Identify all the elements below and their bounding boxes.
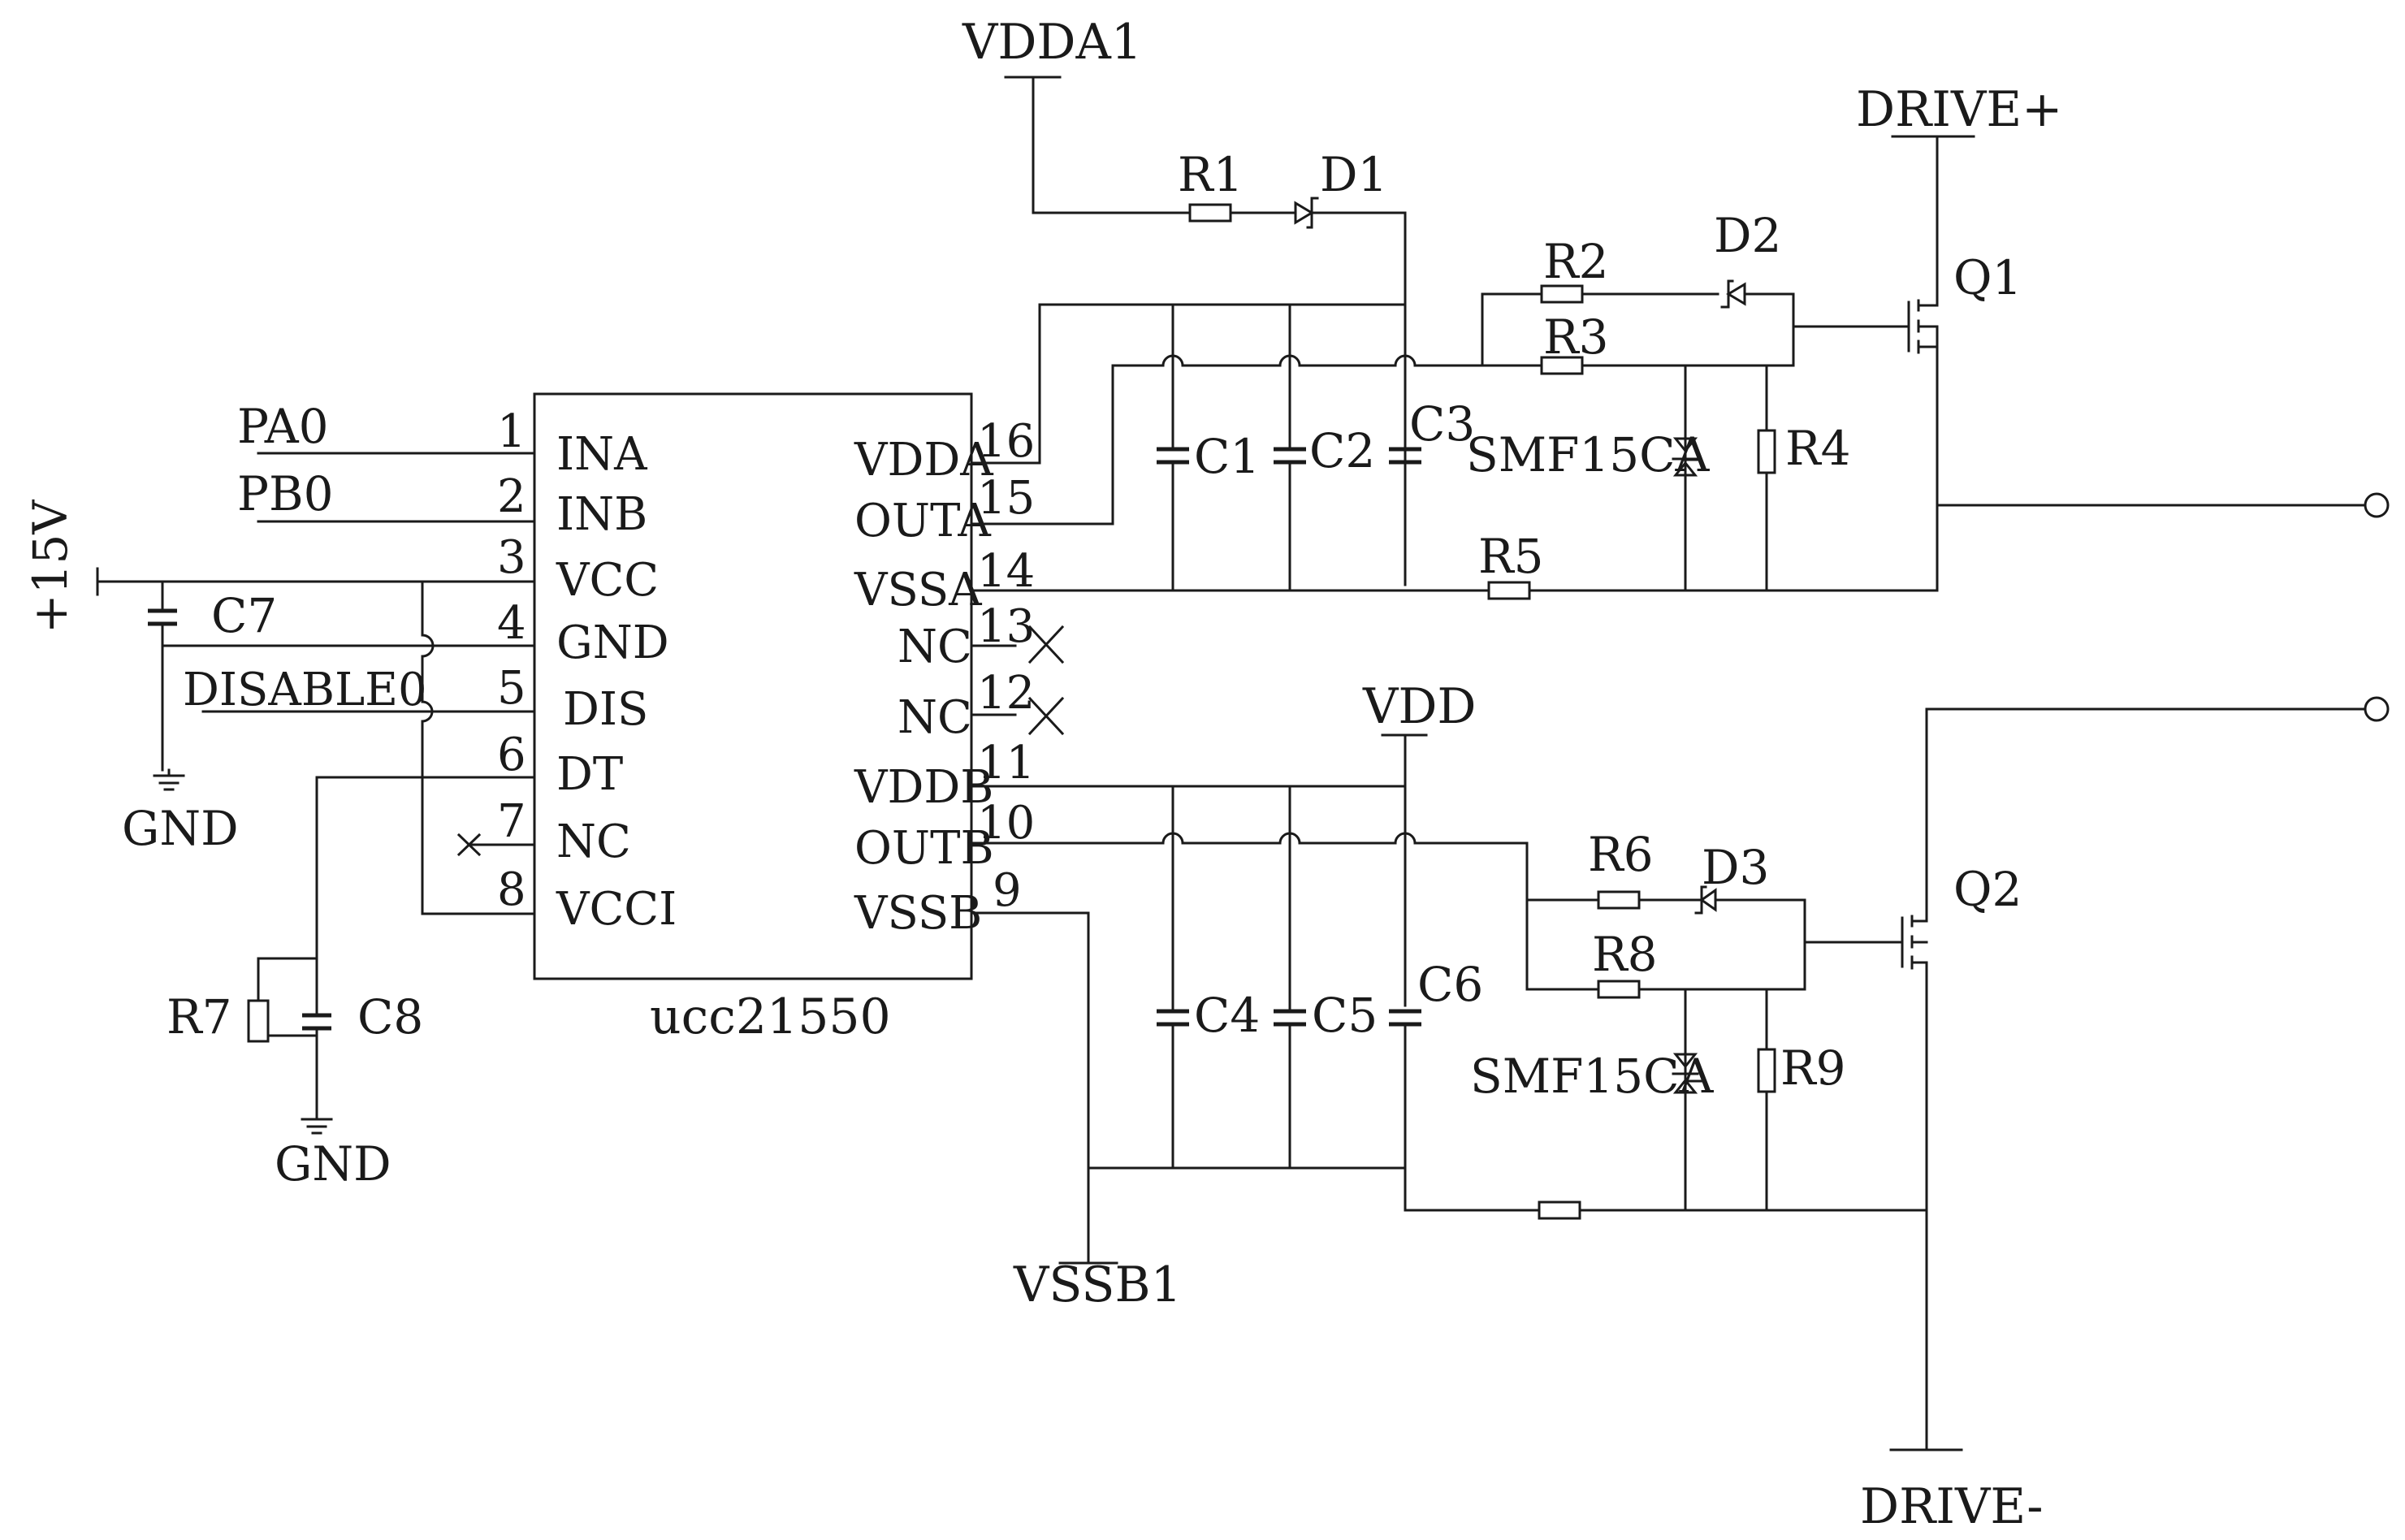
label-r4: R4 [1785, 421, 1851, 476]
pin-number-12: 12 [977, 667, 1035, 720]
label-r2: R2 [1543, 234, 1609, 289]
net-pb0: PB0 [237, 466, 334, 521]
net-gnd-1: GND [122, 801, 239, 856]
pin-number-4: 4 [497, 597, 526, 650]
label-d1: D1 [1320, 147, 1387, 202]
pin-number-11: 11 [977, 737, 1035, 789]
pin-number-13: 13 [977, 600, 1035, 653]
label-c6: C6 [1417, 957, 1483, 1012]
label-r3: R3 [1543, 309, 1609, 365]
label-r9: R9 [1780, 1040, 1846, 1096]
label-r8: R8 [1592, 927, 1658, 982]
label-c5: C5 [1312, 988, 1378, 1043]
pin-number-16: 16 [977, 415, 1035, 468]
pin-number-10: 10 [977, 797, 1035, 850]
net-vdda1: VDDA1 [962, 14, 1142, 71]
net-disable0: DISABLE0 [183, 664, 427, 716]
pin-number-9: 9 [993, 864, 1022, 917]
net-vssb1: VSSB1 [1013, 1257, 1182, 1313]
label-c4: C4 [1194, 988, 1260, 1043]
label-r1: R1 [1178, 147, 1244, 202]
net-plus15v: +15V [23, 500, 78, 634]
pin-label-inb: INB [556, 488, 647, 541]
pin-number-8: 8 [497, 863, 526, 916]
pin-number-6: 6 [497, 729, 526, 781]
pin-number-1: 1 [497, 405, 526, 458]
pin-label-outa: OUTA [854, 495, 991, 547]
ic-name: ucc21550 [650, 988, 891, 1045]
label-c7: C7 [211, 588, 277, 643]
pin-number-5: 5 [497, 662, 526, 715]
label-c2: C2 [1309, 423, 1375, 478]
pin-number-7: 7 [497, 795, 526, 848]
pin-label-nc-13: NC [898, 621, 972, 673]
label-d3: D3 [1702, 840, 1769, 895]
pin-label-vdda: VDDA [854, 434, 993, 487]
label-tvs1: SMF15CA [1466, 427, 1711, 482]
label-c3: C3 [1409, 396, 1475, 452]
label-r5: R5 [1478, 529, 1544, 584]
net-vdd: VDD [1362, 678, 1477, 735]
net-drive-minus: DRIVE- [1860, 1478, 2044, 1535]
pin-label-dt: DT [556, 748, 623, 801]
net-gnd-2: GND [275, 1136, 391, 1192]
pin-label-dis: DIS [563, 683, 648, 736]
label-d2: D2 [1714, 208, 1781, 263]
label-tvs2: SMF15CA [1470, 1049, 1715, 1104]
label-r7: R7 [167, 989, 232, 1045]
label-q2: Q2 [1953, 862, 2022, 917]
label-c8: C8 [357, 989, 423, 1045]
pin-number-14: 14 [977, 545, 1035, 598]
pin-label-vcc: VCC [556, 554, 659, 607]
label-q1: Q1 [1953, 250, 2022, 305]
pin-label-vcci: VCCI [556, 883, 677, 936]
label-c1: C1 [1194, 429, 1260, 484]
pin-number-15: 15 [977, 472, 1035, 525]
pin-label-nc-left: NC [556, 815, 631, 868]
pin-number-2: 2 [497, 470, 526, 523]
pin-label-vssa: VSSA [854, 564, 982, 616]
pin-label-nc-12: NC [898, 691, 972, 744]
ic-body [533, 392, 973, 980]
net-drive-plus: DRIVE+ [1856, 81, 2062, 138]
pin-number-3: 3 [497, 531, 526, 584]
pin-label-gnd: GND [556, 616, 669, 669]
label-r6: R6 [1588, 827, 1654, 882]
net-pa0: PA0 [237, 399, 329, 454]
pin-label-vssb: VSSB [854, 887, 982, 940]
pin-label-outb: OUTB [854, 822, 994, 875]
pin-label-ina: INA [556, 428, 647, 481]
